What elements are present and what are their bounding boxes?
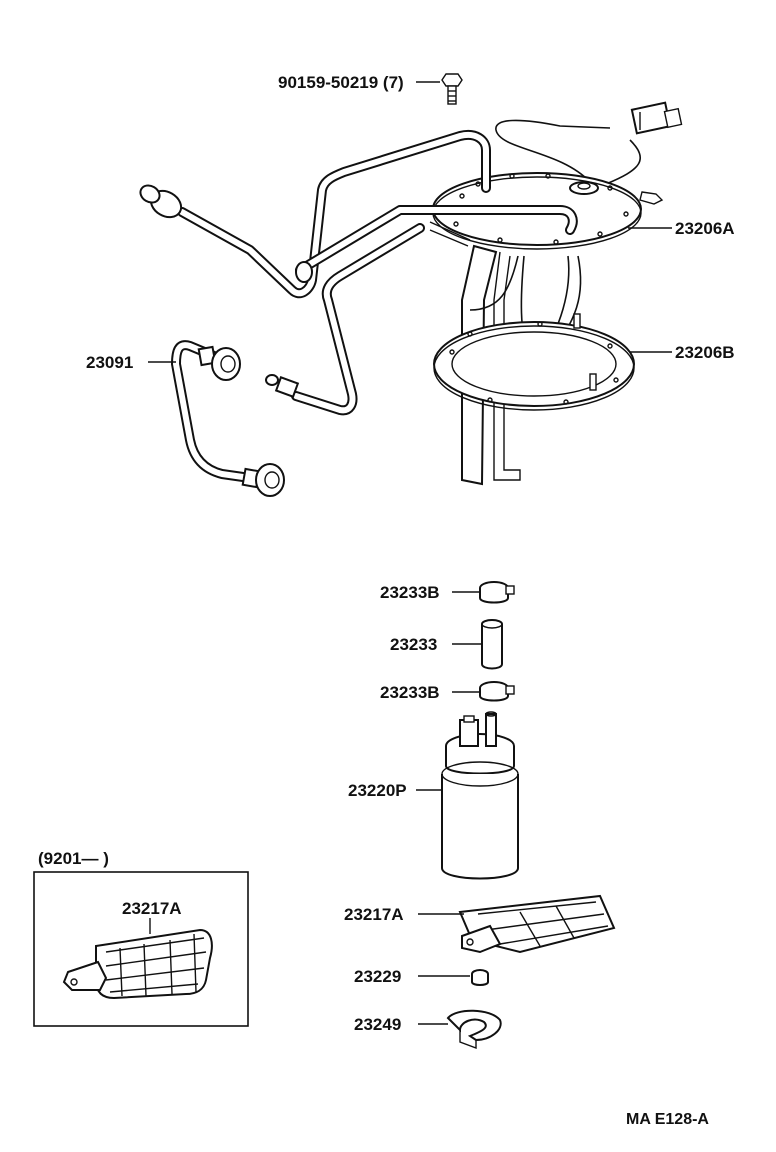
bolt-label: 90159-50219 (7) <box>278 73 404 92</box>
fuel-line-nut-bottom-icon <box>241 463 285 497</box>
inset-filter-part <box>62 928 213 1000</box>
wire-connector-icon <box>630 101 683 135</box>
clamp-bottom-label: 23233B <box>380 683 440 702</box>
tube-fitting-icon <box>265 374 300 398</box>
clamp-bottom-part <box>479 681 515 702</box>
lower-plate-part <box>433 313 635 411</box>
clamp-top-part <box>479 581 515 604</box>
bracket-label: 23249 <box>354 1015 401 1034</box>
cushion-part <box>471 969 489 986</box>
fuel-pump-label: 23220P <box>348 781 407 800</box>
fuel-pump-part <box>441 711 519 880</box>
fuel-line-label: 23091 <box>86 353 133 372</box>
fuel-line-part <box>171 340 285 497</box>
lower-plate-label: 23206B <box>675 343 735 362</box>
bolt-part <box>441 73 463 105</box>
fuel-line-nut-top-icon <box>197 345 241 381</box>
clamp-top-label: 23233B <box>380 583 440 602</box>
cushion-label: 23229 <box>354 967 401 986</box>
inset-filter-label: 23217A <box>122 899 182 918</box>
inset-box <box>33 871 249 1027</box>
gauge-plate-label: 23206A <box>675 219 735 238</box>
fuel-tube-part <box>139 130 578 416</box>
filter-label: 23217A <box>344 905 404 924</box>
filter-part <box>458 894 616 954</box>
gauge-plate-part <box>429 101 683 486</box>
hose-label: 23233 <box>390 635 437 654</box>
inset-date-range: (9201— ) <box>38 849 109 868</box>
bracket-part <box>446 1009 502 1050</box>
drawing-code: MA E128-A <box>626 1111 709 1128</box>
hose-part <box>481 619 503 670</box>
